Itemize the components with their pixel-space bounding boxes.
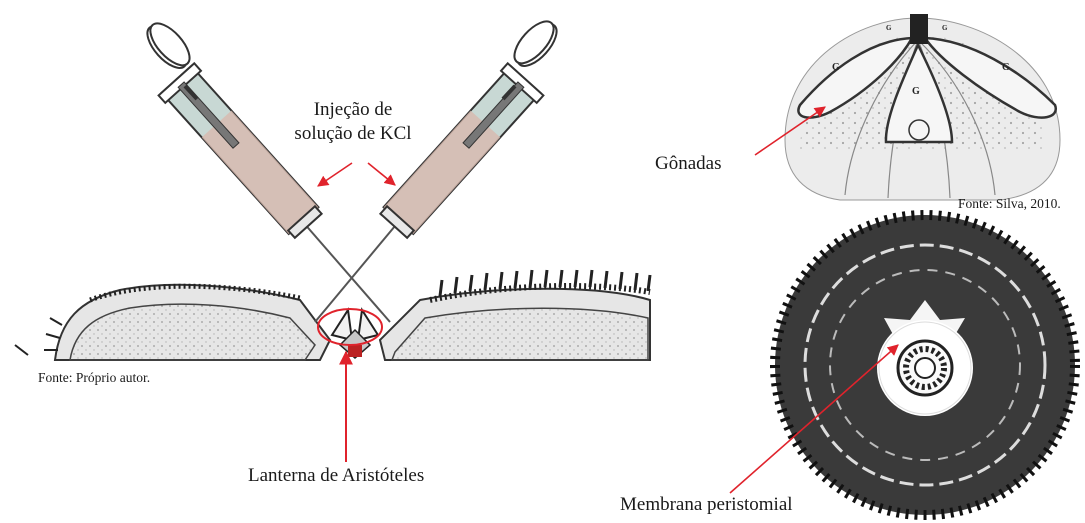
injection-label: Injeção de solução de KCl: [268, 98, 438, 146]
urchin-oral-view: [775, 215, 1075, 515]
membrane-label: Membrana peristomial: [620, 494, 793, 516]
injection-arrow-left: [318, 163, 352, 186]
lantern-structure: [332, 310, 378, 358]
injection-label-line-2: solução de KCl: [268, 122, 438, 146]
gonads-label: Gônadas: [655, 153, 721, 175]
injection-label-line-1: Injeção de: [268, 98, 438, 122]
urchin-gonads-drawing: G G G G G: [785, 14, 1060, 200]
source-right: Fonte: Silva, 2010.: [958, 196, 1061, 212]
injection-arrow-right: [368, 163, 395, 185]
gonad-marker-3: G: [912, 86, 920, 97]
gonad-marker-2: G: [1002, 62, 1010, 73]
lantern-label: Lanterna de Aristóteles: [248, 465, 424, 487]
syringe-right: [315, 15, 563, 322]
gonad-marker-1: G: [832, 62, 840, 73]
source-left: Fonte: Próprio autor.: [38, 370, 150, 386]
sea-urchin-section: [15, 270, 650, 360]
gonad-marker-4: G: [886, 24, 892, 32]
gonad-marker-5: G: [942, 24, 948, 32]
